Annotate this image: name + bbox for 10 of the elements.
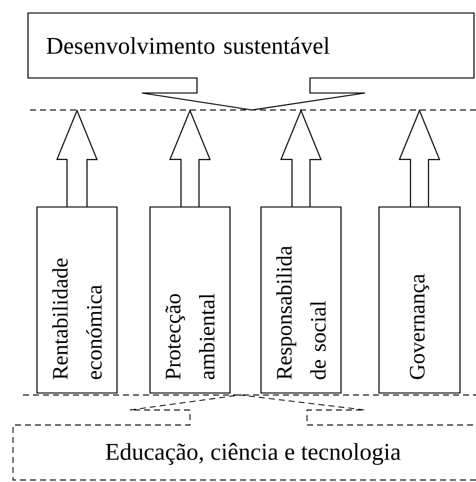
pillar-box: Protecção ambiental	[149, 206, 231, 394]
block-arrow	[56, 109, 98, 207]
block-arrow	[169, 109, 211, 207]
pillar-box: Rentabilidade económica	[36, 206, 118, 394]
callout-box: Desenvolvimento sustentável	[27, 12, 475, 111]
dashed-callout-box: Educação, ciência e tecnologia	[12, 394, 476, 480]
block-arrow	[398, 109, 440, 207]
pillar-box: Governança	[378, 206, 461, 394]
block-arrow	[280, 109, 322, 207]
pillar-box: Responsabilida de social	[260, 206, 342, 394]
